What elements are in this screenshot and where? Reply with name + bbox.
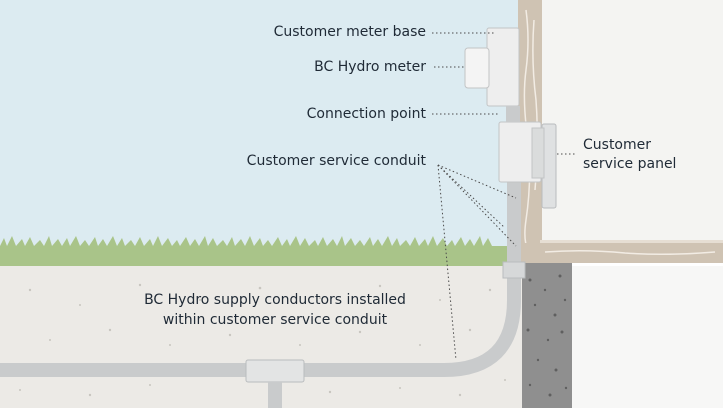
meter-base-stub (506, 106, 520, 122)
conduit-coupling (245, 359, 305, 383)
grass (0, 236, 520, 266)
conduit-joint (502, 261, 526, 279)
conduit-bend (0, 278, 521, 377)
label-service-conduit: Customer service conduit (246, 153, 426, 169)
meter-base (486, 27, 520, 107)
label-supply-line1: BC Hydro supply conductors installed (144, 292, 406, 308)
label-hydro-meter: BC Hydro meter (314, 59, 426, 75)
conduit-drop (268, 382, 282, 408)
leader-conduit-b (437, 164, 506, 229)
leader-lines (432, 32, 576, 361)
label-supply-line2: within customer service conduit (162, 312, 388, 328)
label-service-panel-line1: Customer (583, 137, 652, 153)
basement-interior (572, 266, 723, 408)
ground (0, 264, 524, 408)
label-service-panel-line2: service panel (583, 156, 677, 172)
foundation-wall (522, 262, 572, 408)
ground-texture (19, 283, 506, 397)
label-meter-base: Customer meter base (273, 24, 426, 40)
leader-supply (437, 164, 457, 361)
connection-point-plate (531, 127, 545, 179)
label-connection-point: Connection point (306, 106, 426, 122)
leader-conduit-c (437, 164, 517, 247)
sky (0, 0, 520, 262)
hydro-meter (464, 47, 490, 89)
floor-line (540, 240, 723, 243)
house-interior (540, 0, 723, 243)
foundation-texture (526, 274, 568, 397)
